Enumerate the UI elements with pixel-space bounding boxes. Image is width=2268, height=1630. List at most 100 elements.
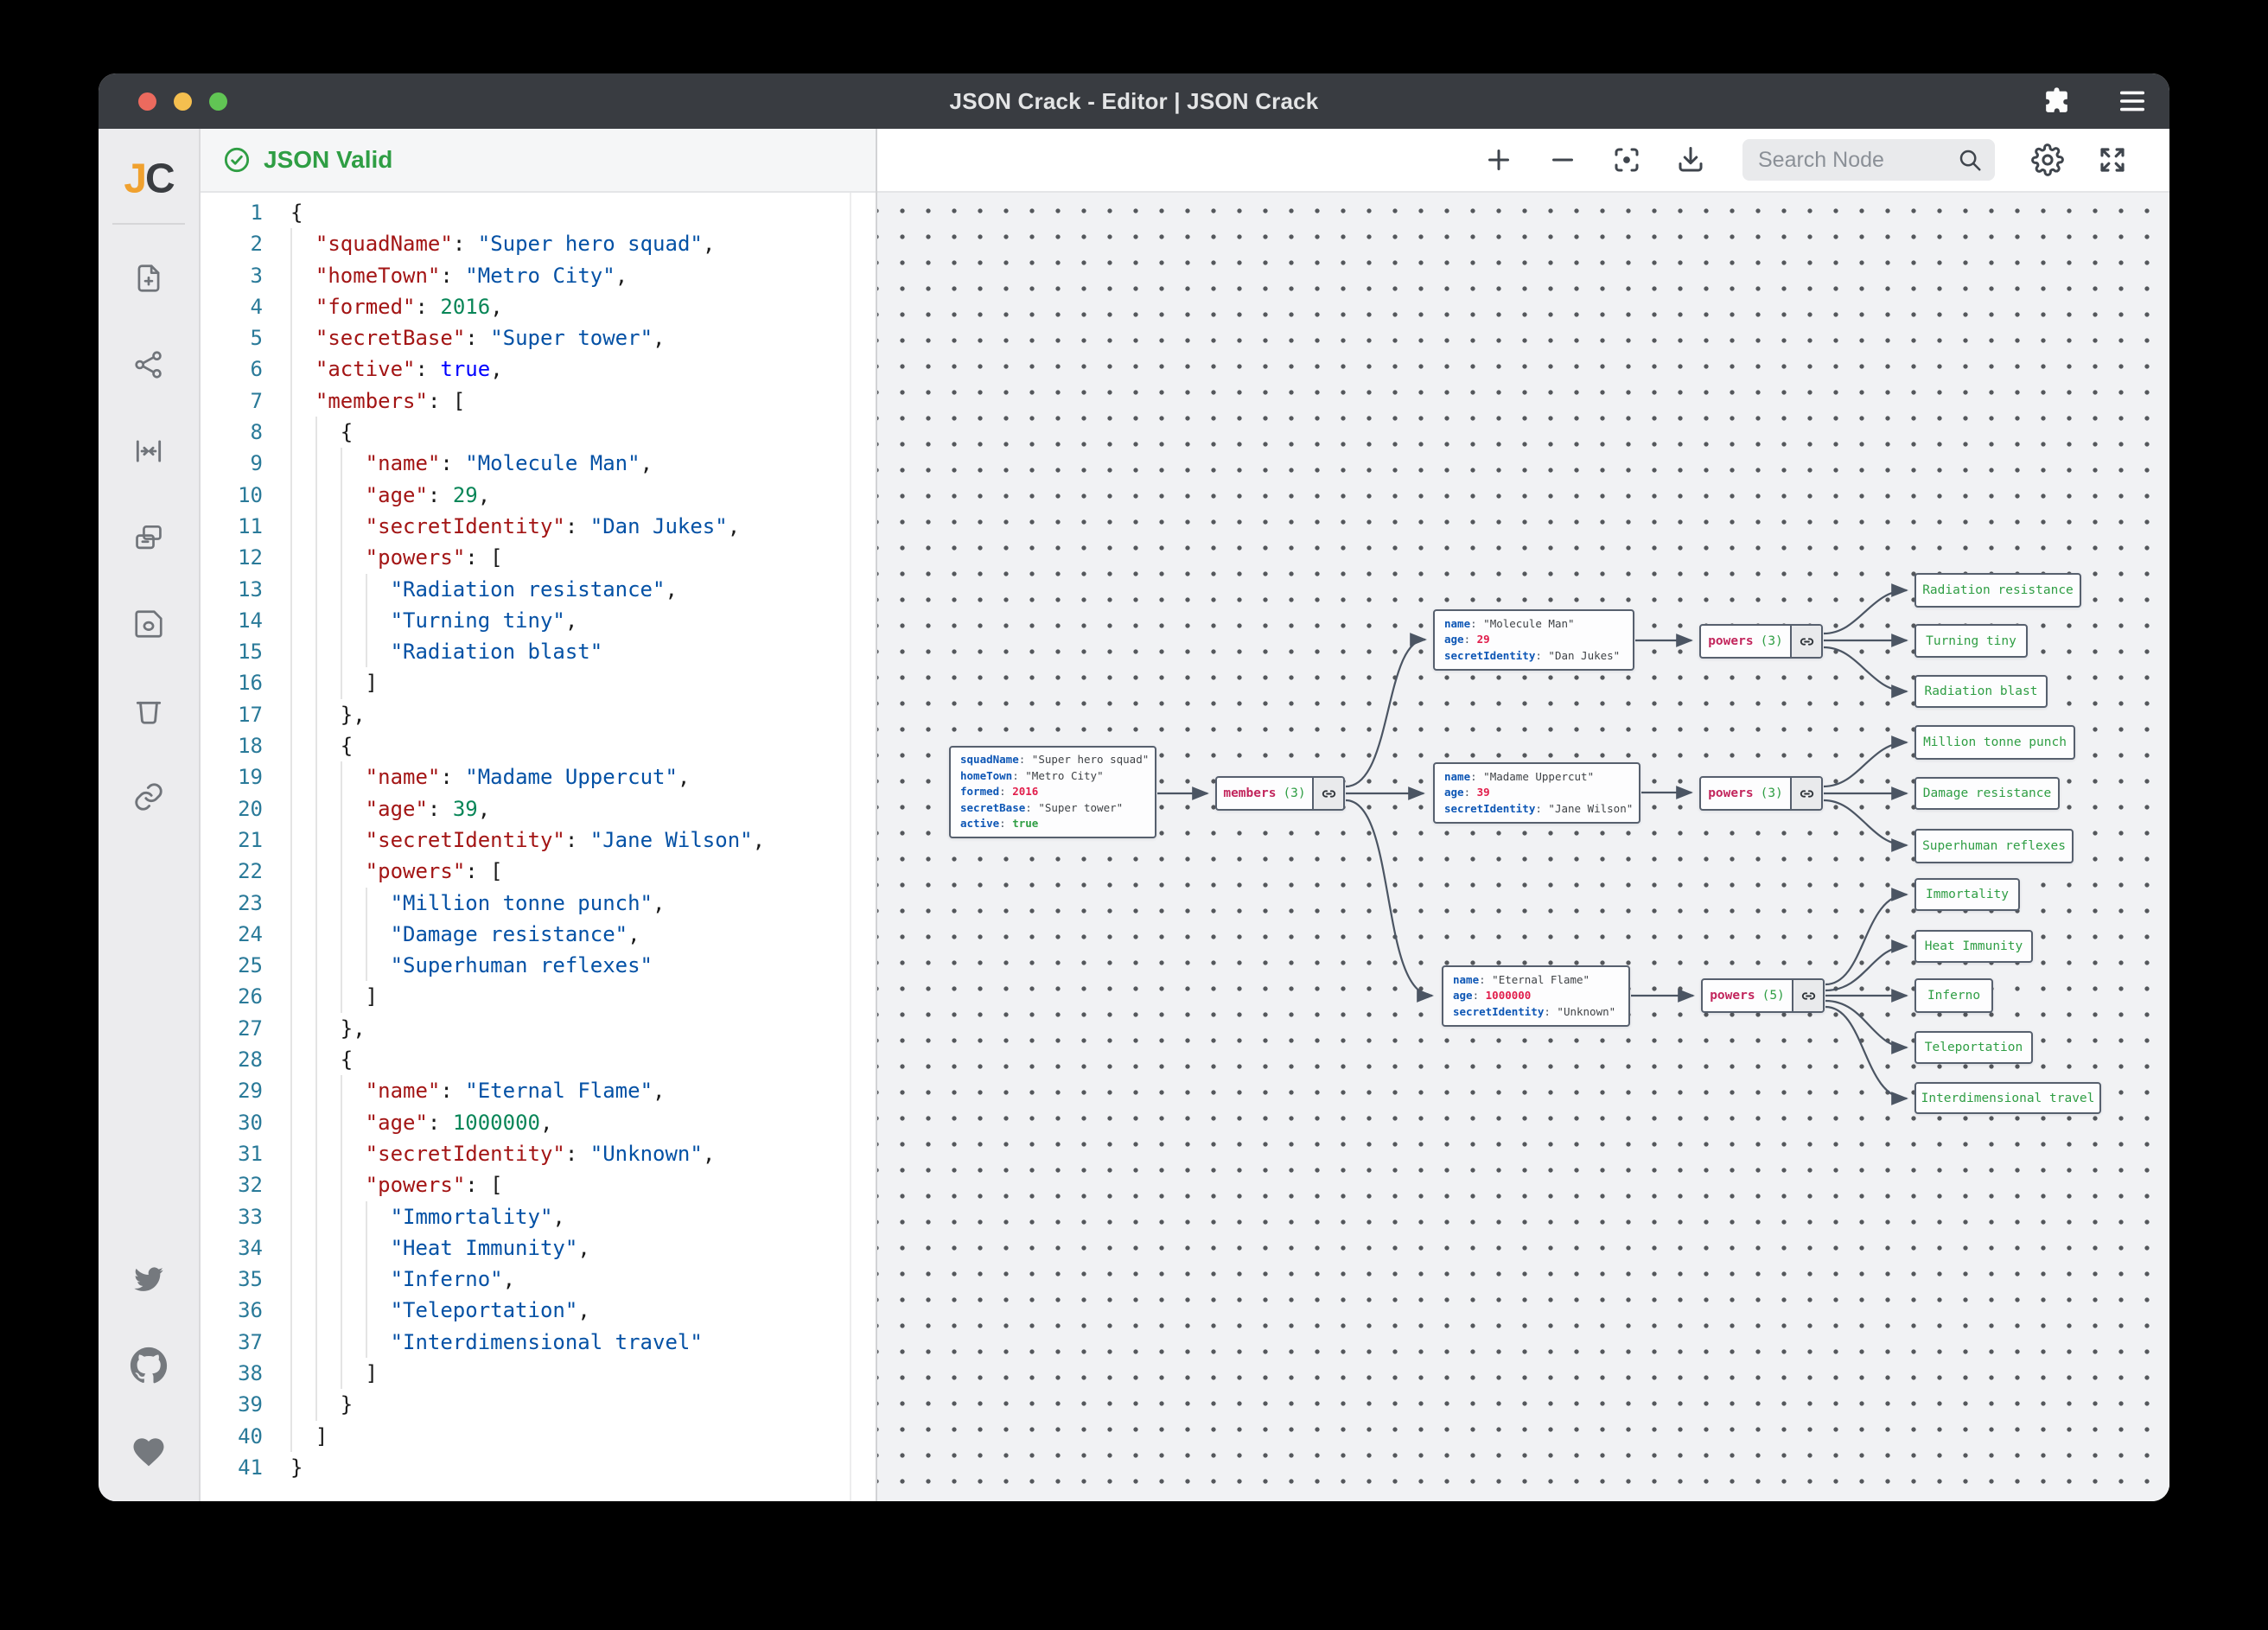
search-node-input[interactable]: [1758, 147, 1948, 173]
new-file-button[interactable]: [132, 262, 165, 295]
indent-guide: [290, 385, 315, 417]
code-line: "active": true,: [290, 353, 765, 385]
indent-guide: [290, 1137, 315, 1170]
expand-collapse-button[interactable]: [1790, 778, 1821, 809]
expand-collapse-button[interactable]: [1312, 778, 1343, 809]
graph-canvas[interactable]: squadName: "Super hero squad"homeTown: "…: [877, 193, 2169, 1501]
indent-guide: [315, 1389, 341, 1421]
code-line: "Heat Immunity",: [290, 1232, 765, 1264]
line-number: 17: [238, 702, 263, 727]
line-number: 5: [250, 326, 263, 351]
indent-guide: [315, 950, 341, 982]
code-line: }: [290, 1455, 303, 1480]
indent-guide: [340, 1357, 366, 1390]
close-window-button[interactable]: [138, 92, 156, 111]
line-number: 25: [238, 953, 263, 978]
graph-node-powers-1[interactable]: powers(3): [1699, 624, 1823, 659]
indent-guide: [315, 636, 341, 668]
center-view-button[interactable]: [1611, 144, 1642, 175]
line-number: 14: [238, 608, 263, 633]
code-line: "Teleportation",: [290, 1295, 765, 1327]
extension-puzzle-icon[interactable]: [2041, 86, 2073, 118]
github-button[interactable]: [130, 1347, 168, 1385]
expand-collapse-button[interactable]: [1790, 626, 1821, 657]
download-image-button[interactable]: [1675, 144, 1706, 175]
zoom-in-button[interactable]: [1483, 144, 1514, 175]
indent-guide: [315, 542, 341, 574]
share-link-button[interactable]: [132, 780, 165, 813]
indent-guide: [365, 1232, 391, 1264]
minify-button[interactable]: [132, 521, 165, 554]
delete-button[interactable]: [132, 694, 165, 727]
graph-node-leaf-4[interactable]: Million tonne punch: [1914, 725, 2075, 760]
expand-collapse-button[interactable]: [1792, 980, 1823, 1011]
zoom-out-icon: [1552, 158, 1573, 162]
link-icon: [1800, 637, 1813, 646]
graph-node-leaf-6[interactable]: Superhuman reflexes: [1914, 829, 2074, 863]
graph-node-leaf-8[interactable]: Heat Immunity: [1914, 930, 2033, 963]
indent-guide: [315, 1106, 341, 1138]
fold-nodes-button[interactable]: [132, 435, 165, 468]
maximize-window-button[interactable]: [209, 92, 227, 111]
code-line: "Immortality",: [290, 1200, 765, 1232]
graph-node-leaf-5[interactable]: Damage resistance: [1914, 777, 2060, 810]
graph-node-leaf-2[interactable]: Turning tiny: [1914, 624, 2028, 658]
indent-guide: [290, 1044, 315, 1076]
app-logo[interactable]: JC: [124, 156, 175, 203]
line-number: 39: [238, 1392, 263, 1417]
array-node-label: powers(3): [1708, 634, 1783, 648]
graph-node-leaf-1[interactable]: Radiation resistance: [1914, 573, 2081, 608]
graph-node-leaf-10[interactable]: Teleportation: [1914, 1031, 2033, 1064]
activity-bar: JC: [99, 129, 201, 1501]
minimize-window-button[interactable]: [174, 92, 192, 111]
share-graph-icon: [135, 351, 162, 379]
graph-node-root[interactable]: squadName: "Super hero squad"homeTown: "…: [949, 746, 1156, 838]
sponsor-button[interactable]: [131, 1434, 167, 1470]
code-line: "name": "Eternal Flame",: [290, 1075, 765, 1107]
code-line: "powers": [: [290, 542, 765, 574]
graph-view-button[interactable]: [132, 348, 165, 381]
zoom-out-button[interactable]: [1547, 144, 1578, 175]
graph-panel: squadName: "Super hero squad"homeTown: "…: [877, 129, 2169, 1501]
indent-guide: [290, 856, 315, 888]
menu-icon[interactable]: [2118, 88, 2147, 114]
fullscreen-button[interactable]: [2097, 144, 2128, 175]
node-row: formed: 2016: [960, 785, 1039, 799]
indent-guide: [290, 887, 315, 919]
indent-guide: [290, 1264, 315, 1296]
indent-guide: [315, 887, 341, 919]
indent-guide: [340, 1232, 366, 1264]
code-line: "members": [: [290, 385, 765, 417]
settings-button[interactable]: [2031, 143, 2064, 176]
heart-icon: [133, 1438, 164, 1467]
line-number: 7: [250, 388, 263, 413]
save-button[interactable]: [132, 608, 165, 640]
twitter-button[interactable]: [131, 1262, 166, 1296]
graph-node-powers-2[interactable]: powers(3): [1699, 776, 1823, 811]
link-icon: [1801, 991, 1815, 1000]
divider: [112, 223, 185, 225]
line-number: 9: [250, 451, 263, 476]
graph-node-leaf-11[interactable]: Interdimensional travel: [1914, 1082, 2101, 1114]
indent-guide: [290, 604, 315, 637]
window-title: JSON Crack - Editor | JSON Crack: [949, 87, 1319, 114]
node-row: age: 29: [1444, 633, 1490, 646]
graph-node-members[interactable]: members(3): [1215, 776, 1345, 811]
graph-node-powers-3[interactable]: powers(5): [1701, 978, 1825, 1013]
graph-node-leaf-9[interactable]: Inferno: [1914, 978, 1993, 1013]
indent-guide: [315, 1357, 341, 1390]
link-icon: [1800, 789, 1813, 798]
code-line: "Radiation blast": [290, 636, 765, 668]
node-row: secretIdentity: "Unknown": [1453, 1004, 1616, 1018]
indent-guide: [315, 918, 341, 951]
node-row: active: true: [960, 817, 1039, 831]
graph-node-leaf-7[interactable]: Immortality: [1914, 878, 2020, 911]
code-line: "name": "Madame Uppercut",: [290, 761, 765, 793]
graph-node-leaf-3[interactable]: Radiation blast: [1914, 675, 2048, 708]
line-number: 28: [238, 1047, 263, 1073]
node-row: secretIdentity: "Jane Wilson": [1444, 801, 1634, 815]
